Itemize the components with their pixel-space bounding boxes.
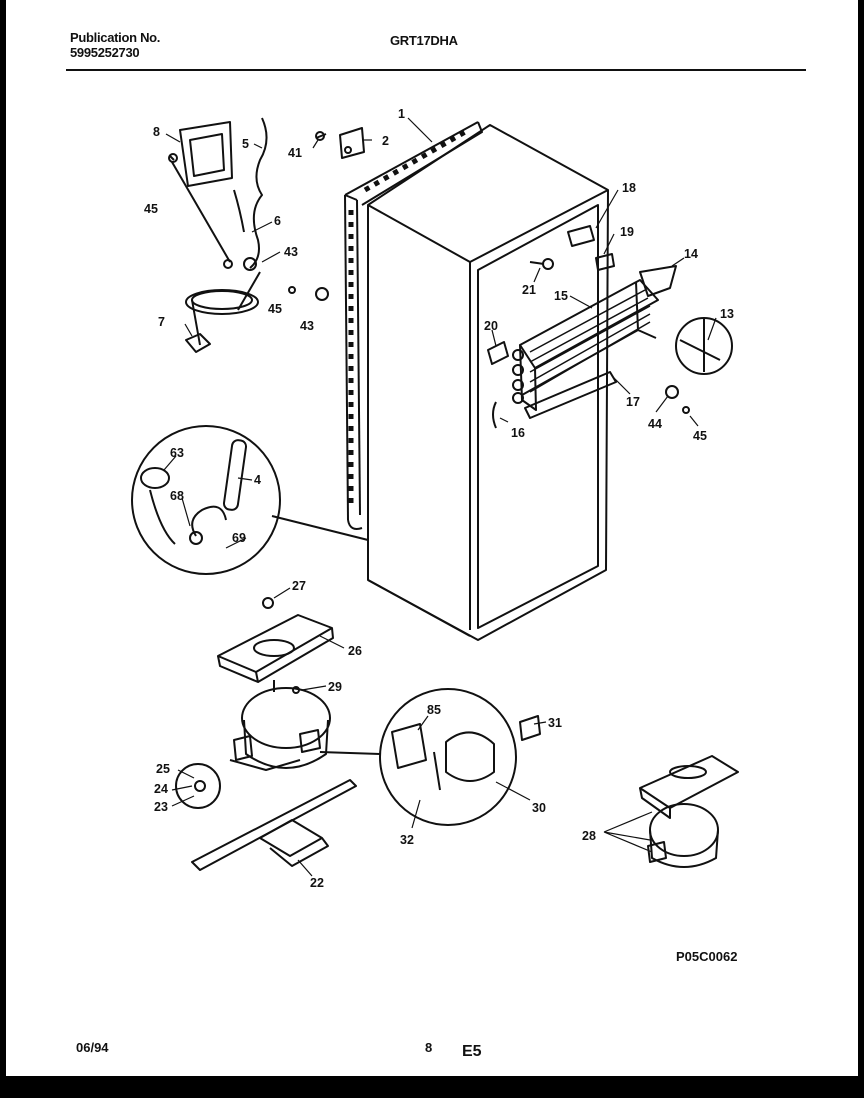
callout-23: 23 <box>154 800 168 814</box>
callout-43: 43 <box>284 245 298 259</box>
callout-63: 63 <box>170 446 184 460</box>
callout-68: 68 <box>170 489 184 503</box>
relay-overload-detail-drawing <box>319 688 541 826</box>
footer-section: E5 <box>462 1043 482 1060</box>
model-number: GRT17DHA <box>390 33 458 48</box>
callout-45: 45 <box>693 429 707 443</box>
callout-21: 21 <box>522 283 536 297</box>
leader-lines <box>163 117 717 877</box>
callout-26: 26 <box>348 644 362 658</box>
callout-19: 19 <box>620 225 634 239</box>
callout-5: 5 <box>242 137 249 151</box>
publication-number: 5995252730 <box>70 45 140 60</box>
callout-17: 17 <box>626 395 640 409</box>
callout-32: 32 <box>400 833 414 847</box>
cabinet-drawing <box>367 124 609 641</box>
callout-30: 30 <box>532 801 546 815</box>
callout-69: 69 <box>232 531 246 545</box>
callout-4: 4 <box>254 473 261 487</box>
callout-2: 2 <box>382 134 389 148</box>
parts-sheet <box>6 0 858 1076</box>
publication-label: Publication No. <box>70 30 161 45</box>
callout-8: 8 <box>153 125 160 139</box>
callout-6: 6 <box>274 214 281 228</box>
callout-27: 27 <box>292 579 306 593</box>
callout-29: 29 <box>328 680 342 694</box>
callout-20: 20 <box>484 319 498 333</box>
footer-page: 8 <box>425 1040 433 1055</box>
callout-28: 28 <box>582 829 596 843</box>
callout-1: 1 <box>398 107 405 121</box>
right-small-parts-drawing <box>487 225 733 429</box>
evaporator-drawing <box>512 265 677 419</box>
condenser-drawing <box>344 121 483 530</box>
callout-14: 14 <box>684 247 698 261</box>
compressor-drawing <box>175 680 331 809</box>
callout-44: 44 <box>648 417 662 431</box>
callout-25: 25 <box>156 762 170 776</box>
callout-7: 7 <box>158 315 165 329</box>
callout-16: 16 <box>511 426 525 440</box>
alt-compressor-drawing <box>639 755 739 868</box>
drain-pan-drawing <box>217 597 334 683</box>
header-rule <box>66 69 806 71</box>
callout-22: 22 <box>310 876 324 890</box>
callout-31: 31 <box>548 716 562 730</box>
callout-45: 45 <box>144 202 158 216</box>
callout-24: 24 <box>154 782 168 796</box>
callout-45: 45 <box>268 302 282 316</box>
callout-15: 15 <box>554 289 568 303</box>
diagram-code: P05C0062 <box>676 949 738 964</box>
upper-left-parts-drawing <box>168 117 365 353</box>
filter-drier-detail-drawing <box>131 425 369 575</box>
callout-85: 85 <box>427 703 441 717</box>
callout-41: 41 <box>288 146 302 160</box>
footer-date: 06/94 <box>76 1040 109 1055</box>
callout-43: 43 <box>300 319 314 333</box>
callout-13: 13 <box>720 307 734 321</box>
base-plate-drawing <box>191 779 357 871</box>
callout-18: 18 <box>622 181 636 195</box>
